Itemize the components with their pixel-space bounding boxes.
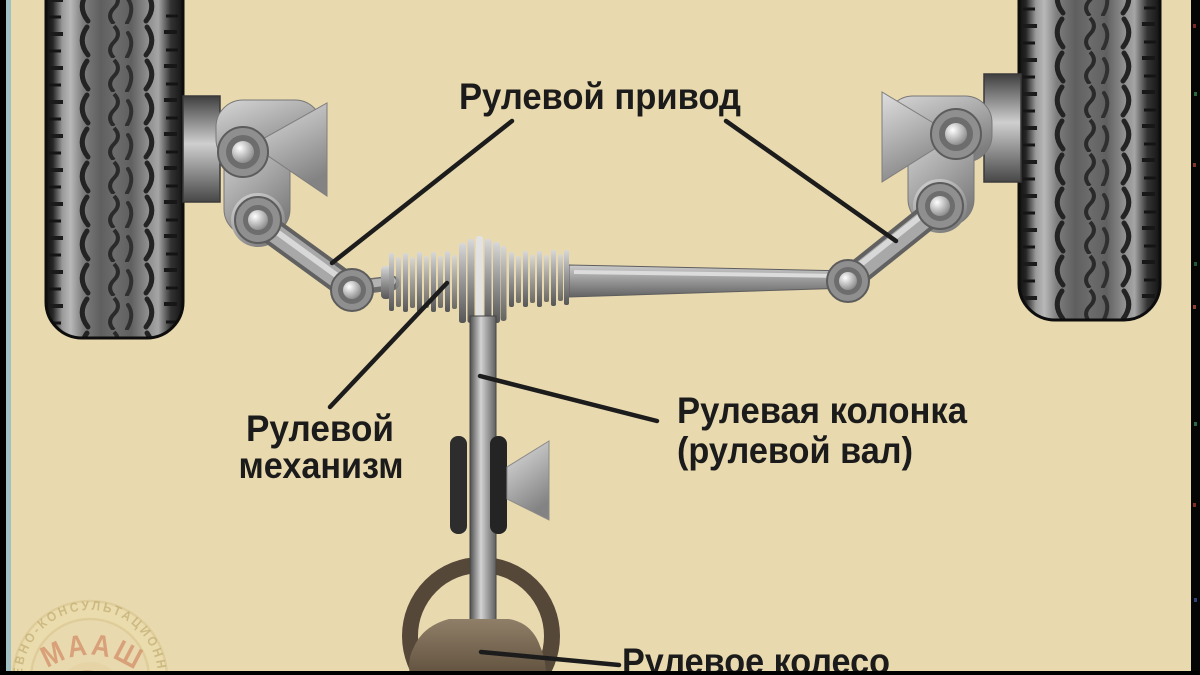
right-wheel-tire [1017,0,1162,322]
ball-joints [217,108,982,312]
steering-wheel-hub [409,619,546,675]
leader-lines [327,118,899,668]
steering-rack-mechanism [381,236,569,324]
leader-wheel [478,649,622,668]
right-tie-rod-end [826,259,870,303]
labels: Рулевой привод Рулевой механизм Рулевая … [239,76,968,675]
leader-column [477,373,660,424]
label-steering-mechanism-line1: Рулевой [246,408,394,449]
leader-linkage-left [329,118,515,266]
label-steering-column-line2: (рулевой вал) [677,430,913,471]
left-wheel-hub [182,95,221,203]
left-tie-rod-end [330,268,374,312]
leader-mechanism [327,280,450,410]
right-outer-ball-joint [930,108,982,160]
leader-linkage-right [723,118,899,244]
left-lower-ball-joint [234,196,282,244]
label-steering-wheel: Рулевое колесо [622,641,890,675]
right-lower-ball-joint [916,182,964,230]
left-wheel-tire [44,0,185,340]
steering-column-bracket [450,436,550,534]
label-steering-mechanism-line2: механизм [239,445,404,486]
label-steering-column-line1: Рулевая колонка [677,390,967,431]
label-steering-linkage: Рулевой привод [459,76,741,117]
left-outer-ball-joint [217,126,269,178]
